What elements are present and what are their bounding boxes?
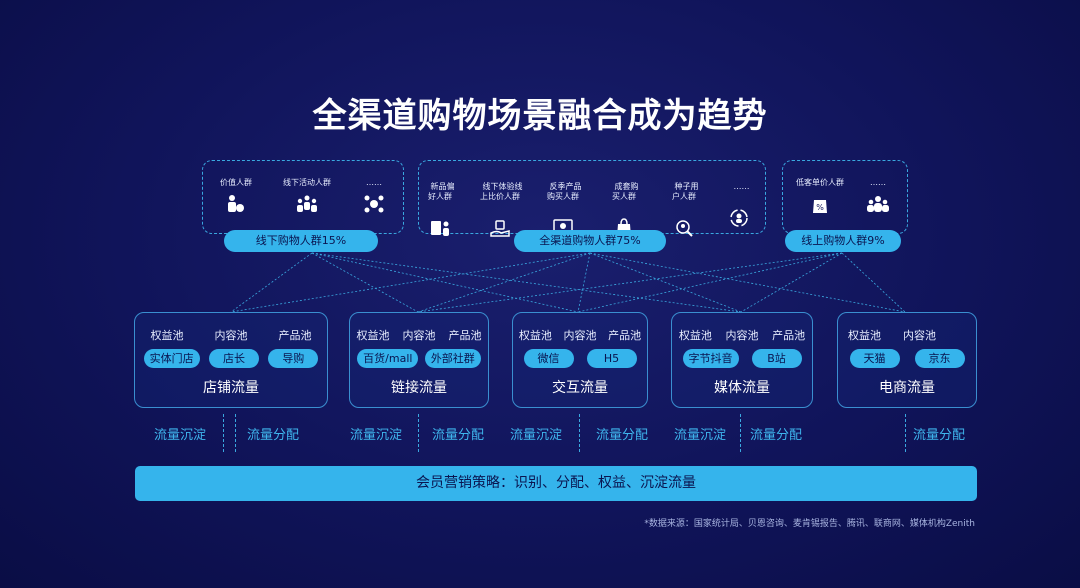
pool-label: 内容池 <box>903 329 936 342</box>
page-title: 全渠道购物场景融合成为趋势 <box>312 96 768 136</box>
cycle-people-icon <box>730 209 748 227</box>
online-group-label: 线上购物人群9% <box>785 230 901 252</box>
channel-tag: 店长 <box>208 349 259 368</box>
channel-tag: 字节抖音 <box>682 349 739 368</box>
segment-label: 线下活动人群 <box>283 178 331 187</box>
channel-tag: 天猫 <box>849 349 900 368</box>
pool-label: 权益池 <box>848 329 881 342</box>
channel-name: 媒体流量 <box>714 380 770 396</box>
flow-distribute-label: 流量分配 <box>596 428 649 443</box>
source-note: *数据来源：国家统计局、贝恩咨询、麦肯锡报告、腾讯、联商网、媒体机构Zenith <box>644 519 975 529</box>
offline-group-label: 线下购物人群15% <box>224 230 378 252</box>
crowd-icon <box>297 195 317 212</box>
pool-label: 内容池 <box>214 329 248 342</box>
tag-row: 天猫 京东 <box>838 349 976 368</box>
flow-distribute-label: 流量分配 <box>750 428 803 443</box>
channel-tag: B站 <box>751 349 802 368</box>
strategy-bar: 会员营销策略：识别、分配、权益、沉淀流量 <box>135 466 977 501</box>
segment: 线下体验线 上比价人群 <box>474 172 526 248</box>
channel-name: 链接流量 <box>391 380 447 396</box>
segment: …… <box>720 172 758 238</box>
channel-tag: 微信 <box>523 349 574 368</box>
segment-label: …… <box>366 178 382 187</box>
people-coin-icon <box>228 195 244 212</box>
pool-label: 权益池 <box>678 329 712 342</box>
segment-label: 成套购 买人群 <box>612 182 639 201</box>
search-person-icon <box>676 220 693 237</box>
pool-row: 权益池 内容池 <box>838 327 976 343</box>
tag-row: 字节抖音 B站 <box>672 349 812 368</box>
channel-box-interact: 权益池 内容池 产品池 微信 H5 交互流量 <box>512 312 648 408</box>
team-icon <box>867 196 889 212</box>
pool-label: 产品池 <box>608 329 642 342</box>
tag-row: 百货/mall 外部社群 <box>350 349 488 368</box>
channel-box-link: 权益池 内容池 产品池 百货/mall 外部社群 链接流量 <box>349 312 489 408</box>
network-people-icon <box>364 195 384 213</box>
shop-person-icon <box>431 221 449 236</box>
channel-name: 交互流量 <box>552 380 608 396</box>
pool-label: 权益池 <box>518 329 552 342</box>
flow-distribute-label: 流量分配 <box>913 428 966 443</box>
pool-row: 权益池 内容池 产品池 <box>513 327 647 343</box>
svg-text:%: % <box>816 203 824 212</box>
pool-row: 权益池 内容池 产品池 <box>672 327 812 343</box>
channel-tag: 导购 <box>268 349 319 368</box>
down-arrow <box>418 414 420 452</box>
tag-row: 实体门店 店长 导购 <box>135 349 327 368</box>
channel-tag: H5 <box>586 349 637 368</box>
segment-label: 新品偏 好人群 <box>428 182 455 201</box>
segment: 种子用 户人群 <box>664 172 704 248</box>
channel-tag: 京东 <box>914 349 965 368</box>
down-arrow <box>579 414 581 452</box>
segment-label: 反季产品 购买人群 <box>547 182 582 201</box>
segment: 线下活动人群 <box>272 178 342 214</box>
segment: …… <box>858 178 898 214</box>
segment-label: 线下体验线 上比价人群 <box>480 182 523 201</box>
segment: …… <box>350 178 398 214</box>
pool-row: 权益池 内容池 产品池 <box>350 327 488 343</box>
pool-row: 权益池 内容池 产品池 <box>135 327 327 343</box>
pool-label: 权益池 <box>150 329 184 342</box>
segment: 新品偏 好人群 <box>420 172 460 248</box>
channel-name: 店铺流量 <box>203 380 259 396</box>
pool-label: 内容池 <box>402 329 436 342</box>
pool-label: 内容池 <box>725 329 759 342</box>
channel-box-ecommerce: 权益池 内容池 天猫 京东 电商流量 <box>837 312 977 408</box>
segment-label: 低客单价人群 <box>796 178 844 187</box>
flow-settle-label: 流量沉淀 <box>510 428 563 443</box>
down-arrow <box>740 414 742 452</box>
pool-label: 产品池 <box>278 329 312 342</box>
segment-label: …… <box>870 178 886 187</box>
segment-label: …… <box>733 182 750 191</box>
channel-name: 电商流量 <box>879 380 935 396</box>
up-arrow <box>905 414 907 452</box>
flow-settle-label: 流量沉淀 <box>350 428 403 443</box>
segment-label: 价值人群 <box>220 178 252 187</box>
pool-label: 内容池 <box>563 329 597 342</box>
segment-label: 种子用 户人群 <box>672 182 699 201</box>
flow-distribute-label: 流量分配 <box>247 428 300 443</box>
channel-box-media: 权益池 内容池 产品池 字节抖音 B站 媒体流量 <box>671 312 813 408</box>
channel-tag: 外部社群 <box>424 349 481 368</box>
pool-label: 权益池 <box>356 329 390 342</box>
down-arrow <box>223 414 225 452</box>
pool-label: 产品池 <box>772 329 806 342</box>
flow-settle-label: 流量沉淀 <box>154 428 207 443</box>
channel-tag: 百货/mall <box>357 349 419 368</box>
channel-tag: 实体门店 <box>143 349 200 368</box>
pool-label: 产品池 <box>448 329 482 342</box>
segment: 价值人群 <box>208 178 264 214</box>
channel-box-store: 权益池 内容池 产品池 实体门店 店长 导购 店铺流量 <box>134 312 328 408</box>
up-arrow <box>235 414 237 452</box>
flow-settle-label: 流量沉淀 <box>674 428 727 443</box>
omni-group <box>418 160 766 234</box>
omni-group-label: 全渠道购物人群75% <box>514 230 666 252</box>
hand-bag-icon <box>490 220 510 237</box>
flow-distribute-label: 流量分配 <box>432 428 485 443</box>
discount-bag-icon: % <box>813 200 827 213</box>
tag-row: 微信 H5 <box>513 349 647 368</box>
segment: 低客单价人群 % <box>788 178 852 214</box>
